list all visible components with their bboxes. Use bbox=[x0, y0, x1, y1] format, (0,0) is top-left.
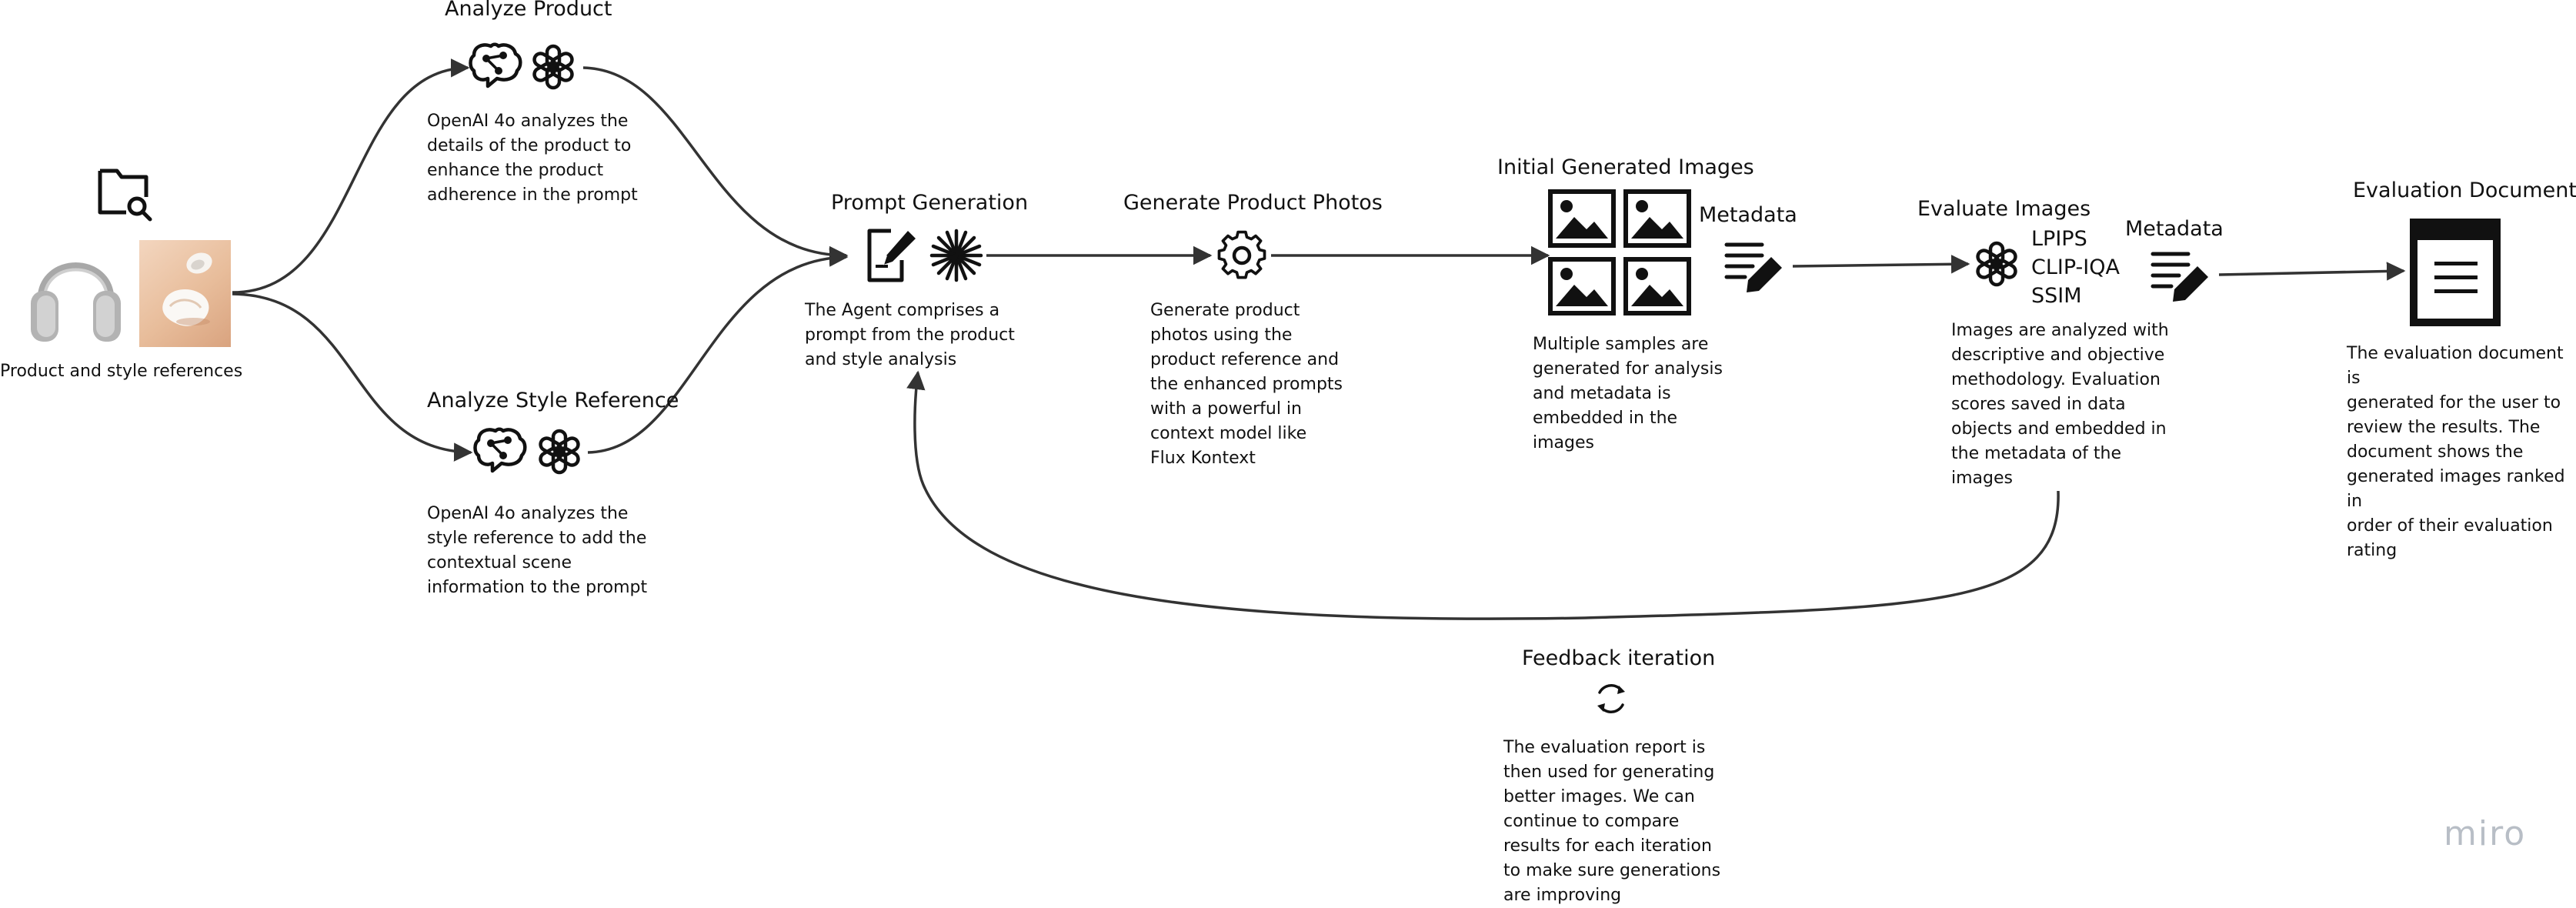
list-pencil-icon bbox=[1723, 239, 1787, 294]
analyze-style-title: Analyze Style Reference bbox=[427, 389, 679, 412]
edge-references-to-analyze-style bbox=[232, 292, 473, 462]
analyze-style-description: OpenAI 4o analyzes the style reference t… bbox=[427, 504, 648, 597]
headphones-photo bbox=[28, 240, 124, 348]
feedback-iteration-title: Feedback iteration bbox=[1522, 646, 1716, 670]
feedback-description: The evaluation report is then used for g… bbox=[1503, 738, 1721, 905]
openai-logo-icon bbox=[1970, 237, 2024, 291]
openai-logo-icon bbox=[532, 425, 586, 479]
document-icon bbox=[2410, 219, 2501, 326]
initial-images-description: Multiple samples are generated for analy… bbox=[1533, 335, 1723, 452]
brain-circuit-icon bbox=[468, 40, 523, 89]
prompt-generation-title: Prompt Generation bbox=[831, 191, 1029, 215]
evaluation-document-title: Evaluation Document bbox=[2353, 179, 2576, 202]
prompt-generation-description: The Agent comprises a prompt from the pr… bbox=[805, 301, 1015, 369]
refresh-cycle-icon bbox=[1593, 680, 1630, 717]
metric-ssim: SSIM bbox=[2031, 284, 2082, 308]
analyze-product-description: OpenAI 4o analyzes the details of the pr… bbox=[427, 112, 638, 205]
evaluate-images-title: Evaluate Images bbox=[1917, 197, 2091, 221]
image-icon bbox=[1548, 257, 1616, 315]
list-pencil-icon bbox=[2150, 248, 2213, 303]
references-label: Product and style references bbox=[0, 362, 243, 381]
document-edit-icon bbox=[865, 226, 919, 285]
evaluate-images-description: Images are analyzed with descriptive and… bbox=[1951, 321, 2169, 488]
brain-circuit-icon bbox=[472, 425, 528, 474]
edge-evaluate-to-document bbox=[2218, 262, 2406, 281]
metric-lpips: LPIPS bbox=[2031, 227, 2087, 251]
edge-analyze-product-to-prompt bbox=[582, 66, 849, 265]
folder-search-icon bbox=[97, 166, 152, 222]
metric-clip-iqa: CLIP-IQA bbox=[2031, 255, 2120, 279]
evaluation-document-description: The evaluation document is generated for… bbox=[2347, 344, 2565, 560]
metadata-label: Metadata bbox=[2125, 217, 2224, 241]
analyze-product-title: Analyze Product bbox=[445, 0, 612, 21]
gear-icon bbox=[1214, 228, 1270, 283]
edge-feedback-loop bbox=[906, 370, 2060, 620]
openai-logo-icon bbox=[526, 40, 580, 94]
edge-metadata-to-evaluate bbox=[1792, 255, 1970, 274]
metadata-label: Metadata bbox=[1699, 203, 1797, 227]
edge-references-to-analyze-product bbox=[232, 58, 470, 294]
image-icon bbox=[1623, 189, 1691, 248]
earbuds-photo bbox=[139, 240, 231, 347]
initial-images-title: Initial Generated Images bbox=[1497, 155, 1754, 179]
edge-analyze-style-to-prompt bbox=[587, 248, 849, 454]
generated-images-grid bbox=[1548, 189, 1691, 315]
image-icon bbox=[1548, 189, 1616, 248]
image-icon bbox=[1623, 257, 1691, 315]
generate-photos-description: Generate product photos using the produc… bbox=[1150, 301, 1343, 468]
sparkle-burst-icon bbox=[927, 226, 986, 285]
generate-photos-title: Generate Product Photos bbox=[1123, 191, 1383, 215]
miro-logo: miro bbox=[2444, 814, 2527, 853]
